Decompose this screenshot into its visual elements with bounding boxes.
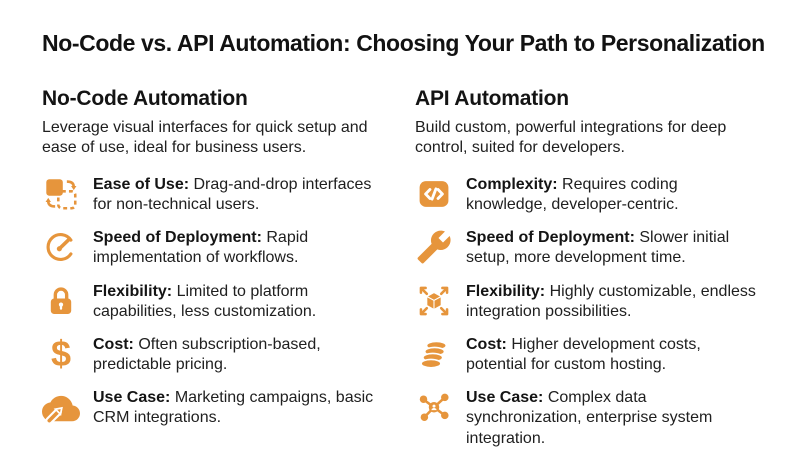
feature-text: Ease of Use: Drag-and-drop interfaces fo… xyxy=(93,174,385,215)
list-item: $ Cost: Often subscription-based, predic… xyxy=(42,334,385,375)
feature-body: Slower initial setup, more development t… xyxy=(466,229,730,267)
column-heading: No-Code Automation xyxy=(42,87,248,110)
feature-label: Flexibility: xyxy=(93,282,173,300)
feature-text: Use Case: Marketing campaigns, basic CRM… xyxy=(93,387,385,428)
column-no-code: No-Code Automation Leverage visual inter… xyxy=(42,87,385,449)
feature-body: Limited to platform capabilities, less c… xyxy=(93,282,317,320)
feature-body: Requires coding knowledge, developer-cen… xyxy=(466,175,679,214)
lock-icon xyxy=(42,281,80,321)
feature-label: Speed of Deployment: xyxy=(93,229,262,247)
feature-list: Ease of Use: Drag-and-drop interfaces fo… xyxy=(42,174,385,429)
feature-text: Flexibility: Limited to platform capabil… xyxy=(93,281,385,322)
feature-text: Speed of Deployment: Slower initial setu… xyxy=(466,227,758,268)
wrench-icon xyxy=(415,227,453,267)
feature-text: Flexibility: Highly customizable, endles… xyxy=(466,281,758,322)
list-item: Use Case: Complex data synchronization, … xyxy=(415,387,758,448)
list-item: Speed of Deployment: Slower initial setu… xyxy=(415,227,758,268)
feature-text: Use Case: Complex data synchronization, … xyxy=(466,387,758,448)
feature-label: Complexity: xyxy=(466,175,558,193)
column-description: Build custom, powerful integrations for … xyxy=(415,119,727,157)
feature-body: Rapid implementation of workflows. xyxy=(93,229,309,267)
list-item: Flexibility: Limited to platform capabil… xyxy=(42,281,385,322)
feature-label: Flexibility: xyxy=(466,282,546,300)
coins-stack-icon xyxy=(415,334,453,374)
speedometer-icon xyxy=(42,227,80,267)
feature-label: Ease of Use: xyxy=(93,175,190,193)
cube-arrows-icon xyxy=(415,281,453,321)
feature-label: Use Case: xyxy=(466,389,544,407)
list-item: Speed of Deployment: Rapid implementatio… xyxy=(42,227,385,268)
feature-text: Cost: Often subscription-based, predicta… xyxy=(93,334,385,375)
comparison-columns: No-Code Automation Leverage visual inter… xyxy=(42,87,758,449)
feature-text: Complexity: Requires coding knowledge, d… xyxy=(466,174,758,215)
dollar-glyph: $ xyxy=(50,332,72,374)
network-nodes-icon xyxy=(415,387,453,427)
dollar-sign-icon: $ xyxy=(42,334,80,374)
feature-body: Often subscription-based, predictable pr… xyxy=(93,335,321,374)
column-description: Leverage visual interfaces for quick set… xyxy=(42,119,368,157)
feature-body: Marketing campaigns, basic CRM integrati… xyxy=(93,389,374,427)
feature-text: Speed of Deployment: Rapid implementatio… xyxy=(93,227,385,268)
code-brackets-icon xyxy=(415,174,453,214)
cloud-arrow-icon xyxy=(42,387,80,427)
list-item: Complexity: Requires coding knowledge, d… xyxy=(415,174,758,215)
feature-body: Complex data synchronization, enterprise… xyxy=(466,389,713,447)
feature-label: Cost: xyxy=(466,335,507,353)
feature-list: Complexity: Requires coding knowledge, d… xyxy=(415,174,758,449)
column-api: API Automation Build custom, powerful in… xyxy=(415,87,758,449)
feature-label: Cost: xyxy=(93,335,134,353)
feature-body: Higher development costs, potential for … xyxy=(466,335,701,374)
column-heading: API Automation xyxy=(415,87,569,110)
feature-label: Use Case: xyxy=(93,389,171,407)
feature-body: Highly customizable, endless integration… xyxy=(466,282,756,320)
feature-body: Drag-and-drop interfaces for non-technic… xyxy=(93,175,372,214)
feature-text: Cost: Higher development costs, potentia… xyxy=(466,334,758,375)
drag-drop-icon xyxy=(42,174,80,214)
list-item: Ease of Use: Drag-and-drop interfaces fo… xyxy=(42,174,385,215)
page-title: No-Code vs. API Automation: Choosing You… xyxy=(42,30,765,56)
list-item: Flexibility: Highly customizable, endles… xyxy=(415,281,758,322)
feature-label: Speed of Deployment: xyxy=(466,229,635,247)
list-item: Use Case: Marketing campaigns, basic CRM… xyxy=(42,387,385,428)
list-item: Cost: Higher development costs, potentia… xyxy=(415,334,758,375)
